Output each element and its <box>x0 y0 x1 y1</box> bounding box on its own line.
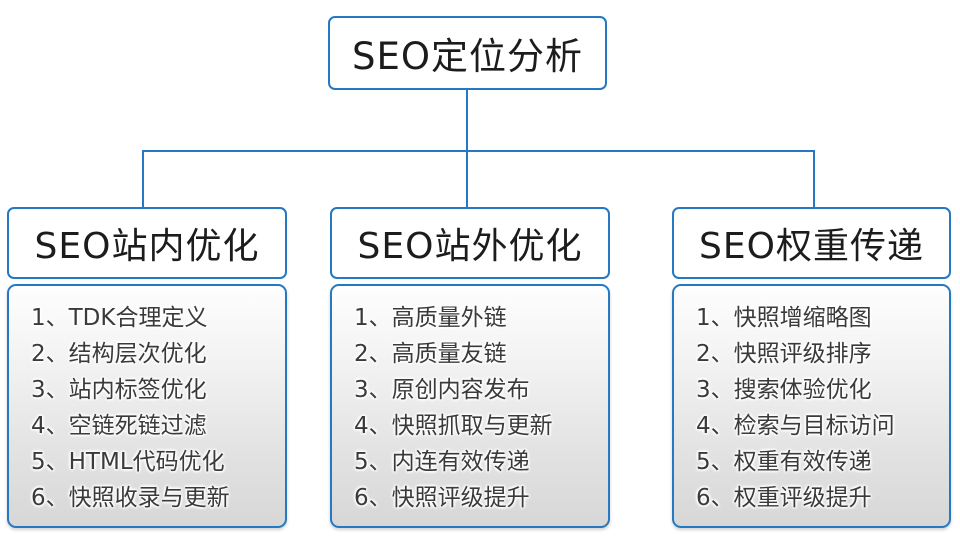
connector-drop-center <box>466 150 468 207</box>
connector-horizontal-bus <box>142 150 815 152</box>
list-item: 4、空链死链过滤 <box>31 413 207 439</box>
list-item: 5、内连有效传递 <box>354 449 530 475</box>
branch-body-onsite: 1、TDK合理定义 2、结构层次优化 3、站内标签优化 4、空链死链过滤 5、H… <box>7 284 287 528</box>
branch-body-weight: 1、快照增缩略图 2、快照评级排序 3、搜索体验优化 4、检索与目标访问 5、权… <box>672 284 951 528</box>
branch-body-offsite: 1、高质量外链 2、高质量友链 3、原创内容发布 4、快照抓取与更新 5、内连有… <box>330 284 610 528</box>
list-item: 2、结构层次优化 <box>31 341 207 367</box>
branch-item-list: 1、TDK合理定义 2、结构层次优化 3、站内标签优化 4、空链死链过滤 5、H… <box>9 286 285 516</box>
list-item: 5、HTML代码优化 <box>31 449 225 475</box>
connector-root-stem <box>466 90 468 151</box>
root-node-label: SEO定位分析 <box>352 35 583 78</box>
connector-drop-right <box>813 150 815 207</box>
branch-header-label: SEO站外优化 <box>357 226 583 267</box>
list-item: 1、高质量外链 <box>354 305 507 331</box>
connector-drop-left <box>142 150 144 207</box>
list-item: 2、快照评级排序 <box>696 341 872 367</box>
root-node-seo-positioning-analysis: SEO定位分析 <box>328 16 607 90</box>
list-item: 4、快照抓取与更新 <box>354 413 553 439</box>
list-item: 5、权重有效传递 <box>696 449 872 475</box>
list-item: 6、快照评级提升 <box>354 485 530 511</box>
list-item: 1、TDK合理定义 <box>31 305 208 331</box>
list-item: 4、检索与目标访问 <box>696 413 895 439</box>
list-item: 1、快照增缩略图 <box>696 305 872 331</box>
list-item: 6、快照收录与更新 <box>31 485 230 511</box>
list-item: 6、权重评级提升 <box>696 485 872 511</box>
list-item: 3、站内标签优化 <box>31 377 207 403</box>
branch-header-onsite: SEO站内优化 <box>7 207 287 279</box>
branch-header-label: SEO站内优化 <box>34 226 260 267</box>
list-item: 2、高质量友链 <box>354 341 507 367</box>
branch-header-label: SEO权重传递 <box>699 226 924 267</box>
branch-header-weight: SEO权重传递 <box>672 207 951 279</box>
branch-header-offsite: SEO站外优化 <box>330 207 610 279</box>
branch-item-list: 1、高质量外链 2、高质量友链 3、原创内容发布 4、快照抓取与更新 5、内连有… <box>332 286 608 516</box>
list-item: 3、原创内容发布 <box>354 377 530 403</box>
branch-item-list: 1、快照增缩略图 2、快照评级排序 3、搜索体验优化 4、检索与目标访问 5、权… <box>674 286 949 516</box>
list-item: 3、搜索体验优化 <box>696 377 872 403</box>
